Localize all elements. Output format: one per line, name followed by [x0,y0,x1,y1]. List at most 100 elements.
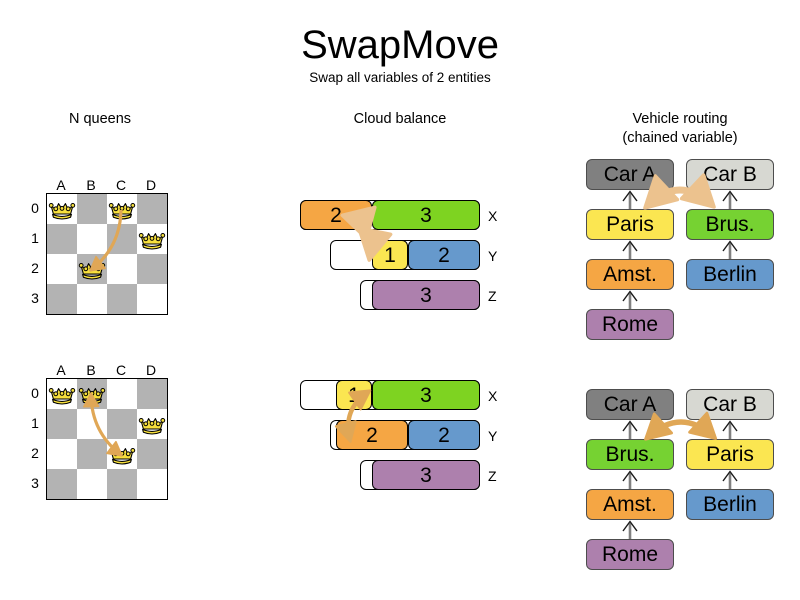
queen-C2[interactable] [107,443,137,467]
row-label-1: 1 [31,230,39,246]
column-label-D: D [145,362,157,378]
page-title: SwapMove [301,23,499,67]
board-cell [107,224,137,254]
vrp-node-rome[interactable]: Rome [586,539,674,570]
vrp-title-line1: Vehicle routing [632,111,728,127]
queen-B2[interactable] [77,258,107,282]
process-block: 2 [408,240,480,270]
computer-label-Z: Z [488,288,497,304]
board-cell [137,254,167,284]
vrp-edge-after-a-0 [622,420,638,439]
process-block: 2 [300,200,372,230]
process-block: 2 [408,420,480,450]
board-cell [137,439,167,469]
board-cell [77,469,107,499]
vrp-node-berlin[interactable]: Berlin [686,259,774,290]
vrp-node-rome[interactable]: Rome [586,309,674,340]
board-column-labels: A B C D [46,362,166,378]
board-cell [77,224,107,254]
queen-D1[interactable] [137,413,167,437]
board-cell [137,379,167,409]
board-cell [107,379,137,409]
computer-label-Y: Y [488,248,498,264]
vrp-node-brus[interactable]: Brus. [686,209,774,240]
section-title-cloud: Cloud balance [353,111,447,127]
vrp-node-carb[interactable]: Car B [686,389,774,420]
page-subtitle: Swap all variables of 2 entities [309,70,491,85]
board-cell [137,194,167,224]
board-cell [77,194,107,224]
process-block: 2 [336,420,408,450]
vrp-node-berlin[interactable]: Berlin [686,489,774,520]
row-label-3: 3 [31,290,39,306]
row-label-0: 0 [31,200,39,216]
vrp-title-line2: (chained variable) [622,130,738,146]
chessboard-before [46,193,168,315]
column-label-B: B [86,362,96,378]
queen-A0[interactable] [47,383,77,407]
section-title-nqueens: N queens [68,111,132,127]
column-label-A: A [56,177,66,193]
vrp-node-cara[interactable]: Car A [586,159,674,190]
vrp-node-amst[interactable]: Amst. [586,259,674,290]
board-row-labels: 0 1 2 3 [28,378,44,498]
vrp-node-cara[interactable]: Car A [586,389,674,420]
vrp-edge-after-a-2 [622,520,638,539]
process-block: 1 [372,240,408,270]
vrp-edge-before-b-1 [722,240,738,259]
board-cell [107,284,137,314]
vrp-node-paris[interactable]: Paris [586,209,674,240]
column-label-C: C [115,362,127,378]
cloud-swap-arrow-after [334,389,372,443]
vrp-edge-before-a-0 [622,190,638,209]
vrp-node-carb[interactable]: Car B [686,159,774,190]
cloud-swap-arrow-before [340,205,393,262]
chessboard-after [46,378,168,500]
board-column-labels: A B C D [46,177,166,193]
board-cell [47,224,77,254]
process-block: 3 [372,280,480,310]
process-block: 3 [372,460,480,490]
computer-label-Z: Z [488,468,497,484]
vrp-edge-after-b-1 [722,470,738,489]
board-cell [137,284,167,314]
board-cell [77,284,107,314]
column-label-A: A [56,362,66,378]
board-cell [107,254,137,284]
vrp-edge-before-a-2 [622,290,638,309]
cloud-computer-row-Z: 3 [360,460,480,490]
vrp-edge-after-a-1 [622,470,638,489]
column-label-B: B [86,177,96,193]
column-label-C: C [115,177,127,193]
row-label-2: 2 [31,445,39,461]
row-label-0: 0 [31,385,39,401]
board-cell [107,409,137,439]
board-cell [107,469,137,499]
queen-A0[interactable] [47,198,77,222]
computer-label-X: X [488,388,498,404]
row-label-3: 3 [31,475,39,491]
vrp-edge-before-b-0 [722,190,738,209]
column-label-D: D [145,177,157,193]
queen-B0[interactable] [77,383,107,407]
board-cell [47,439,77,469]
board-cell [47,409,77,439]
process-block: 3 [372,380,480,410]
computer-label-Y: Y [488,428,498,444]
process-block: 3 [372,200,480,230]
section-title-vehicle-routing: Vehicle routing (chained variable) [580,110,780,148]
cloud-computer-row-Z: 3 [360,280,480,310]
vrp-edge-after-b-0 [722,420,738,439]
board-cell [77,409,107,439]
queen-D1[interactable] [137,228,167,252]
vrp-node-paris[interactable]: Paris [686,439,774,470]
queen-C0[interactable] [107,198,137,222]
vrp-node-brus[interactable]: Brus. [586,439,674,470]
vrp-node-amst[interactable]: Amst. [586,489,674,520]
board-cell [47,254,77,284]
row-label-1: 1 [31,415,39,431]
